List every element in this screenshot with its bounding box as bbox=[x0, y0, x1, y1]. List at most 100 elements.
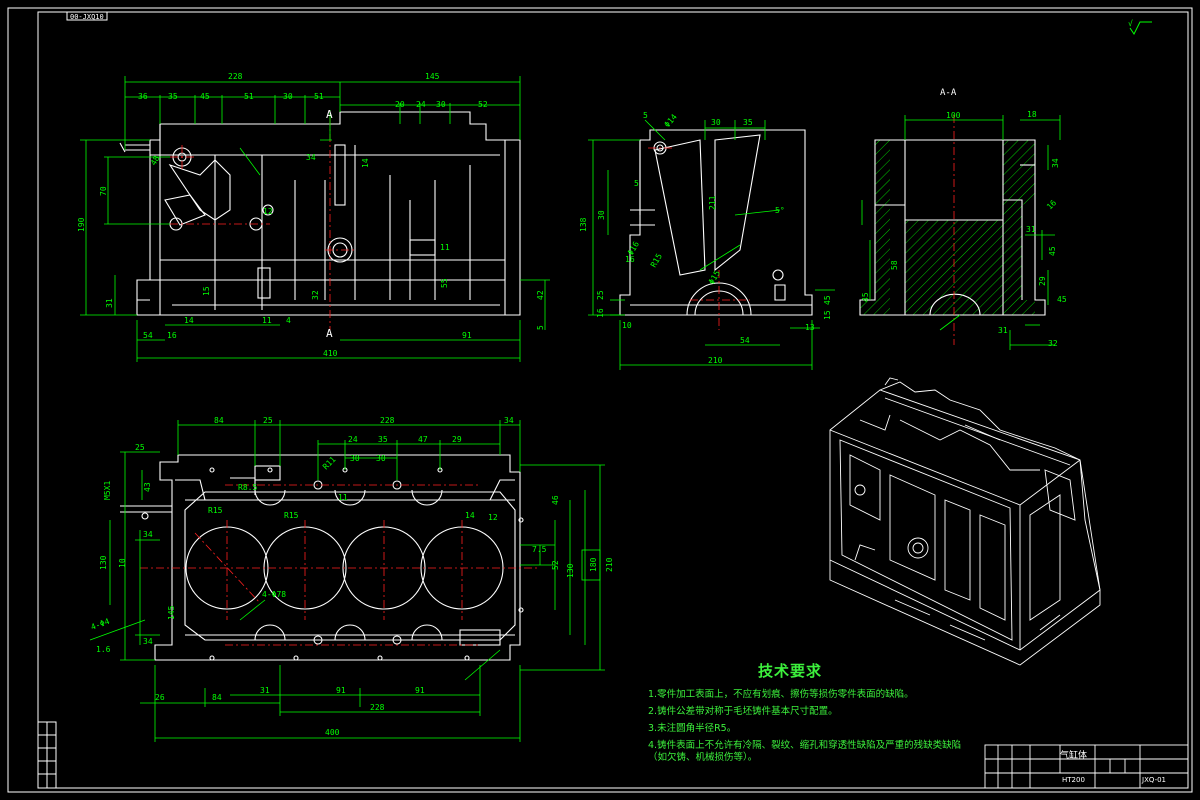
svg-text:16: 16 bbox=[167, 331, 177, 340]
svg-text:34: 34 bbox=[143, 530, 153, 539]
svg-text:52: 52 bbox=[478, 100, 488, 109]
svg-text:13: 13 bbox=[805, 323, 815, 332]
svg-text:91: 91 bbox=[462, 331, 472, 340]
drawing-code-text: 00-JXQ10 bbox=[70, 13, 104, 21]
tech-title: 技术要求 bbox=[758, 662, 823, 680]
side-view-centerlines bbox=[648, 147, 750, 330]
svg-text:34: 34 bbox=[306, 153, 316, 162]
svg-text:54: 54 bbox=[740, 336, 750, 345]
title-block bbox=[984, 744, 1189, 789]
section-hatching bbox=[860, 140, 1035, 315]
svg-text:32: 32 bbox=[1048, 339, 1058, 348]
svg-text:84: 84 bbox=[212, 693, 222, 702]
svg-text:35: 35 bbox=[168, 92, 178, 101]
svg-text:91: 91 bbox=[336, 686, 346, 695]
svg-text:45: 45 bbox=[1057, 295, 1067, 304]
svg-text:145: 145 bbox=[167, 605, 176, 620]
svg-text:14: 14 bbox=[465, 511, 475, 520]
section-dimension-texts: 100 18 34 16 45 29 31 45 45 58 31 32 bbox=[861, 110, 1067, 348]
svg-text:228: 228 bbox=[370, 703, 385, 712]
svg-text:55: 55 bbox=[440, 278, 449, 288]
svg-text:15: 15 bbox=[202, 286, 211, 296]
svg-text:211: 211 bbox=[708, 195, 717, 210]
svg-text:5: 5 bbox=[634, 179, 639, 188]
svg-text:100: 100 bbox=[946, 111, 961, 120]
svg-text:26: 26 bbox=[155, 693, 165, 702]
title-block-drawing-number: JXQ-01 bbox=[1142, 776, 1166, 784]
svg-text:45: 45 bbox=[1048, 246, 1057, 256]
svg-text:35: 35 bbox=[378, 435, 388, 444]
svg-text:29: 29 bbox=[452, 435, 462, 444]
svg-text:36: 36 bbox=[138, 92, 148, 101]
svg-text:5: 5 bbox=[643, 111, 648, 120]
svg-text:34: 34 bbox=[143, 637, 153, 646]
svg-text:145: 145 bbox=[425, 72, 440, 81]
section-dimension-lines bbox=[861, 115, 1061, 350]
front-view-dimension-texts: 228 145 36 35 45 51 30 51 20 24 30 52 19… bbox=[77, 72, 545, 358]
svg-text:54: 54 bbox=[143, 331, 153, 340]
svg-text:45: 45 bbox=[823, 295, 832, 305]
svg-text:30: 30 bbox=[376, 454, 386, 463]
svg-text:51: 51 bbox=[244, 92, 254, 101]
svg-text:11: 11 bbox=[262, 316, 272, 325]
section-view: A-A bbox=[859, 88, 1067, 350]
svg-text:228: 228 bbox=[228, 72, 243, 81]
svg-text:25: 25 bbox=[135, 443, 145, 452]
svg-text:7.5: 7.5 bbox=[532, 545, 547, 554]
svg-text:5: 5 bbox=[536, 325, 545, 330]
technical-requirements: 技术要求 1.零件加工表面上，不应有划痕、擦伤等损伤零件表面的缺陷。 2.铸件公… bbox=[648, 660, 978, 769]
svg-text:A: A bbox=[326, 327, 333, 340]
svg-text:10: 10 bbox=[622, 321, 632, 330]
top-view: 84 25 228 34 24 35 47 29 30 30 25 M5X1 4… bbox=[90, 416, 614, 742]
svg-text:228: 228 bbox=[380, 416, 395, 425]
svg-text:25: 25 bbox=[263, 416, 273, 425]
svg-text:51: 51 bbox=[314, 92, 324, 101]
svg-text:R15: R15 bbox=[208, 506, 223, 515]
side-view-dimension-lines bbox=[588, 119, 835, 370]
svg-text:16: 16 bbox=[625, 255, 635, 264]
section-outline bbox=[859, 139, 1046, 316]
svg-text:35: 35 bbox=[743, 118, 753, 127]
svg-text:4-Φ78: 4-Φ78 bbox=[262, 590, 286, 599]
svg-text:R15: R15 bbox=[284, 511, 299, 520]
top-view-centerlines bbox=[140, 484, 540, 646]
svg-text:5°: 5° bbox=[775, 206, 785, 215]
svg-text:42: 42 bbox=[536, 290, 545, 300]
svg-text:A: A bbox=[326, 108, 333, 121]
svg-text:31: 31 bbox=[105, 298, 114, 308]
title-block-material: HT200 bbox=[1062, 776, 1085, 784]
svg-text:30: 30 bbox=[597, 210, 606, 220]
svg-text:30: 30 bbox=[283, 92, 293, 101]
svg-text:30: 30 bbox=[350, 454, 360, 463]
svg-text:34: 34 bbox=[1051, 158, 1060, 168]
svg-text:210: 210 bbox=[708, 356, 723, 365]
roughness-symbol: √ bbox=[1128, 19, 1152, 35]
svg-text:210: 210 bbox=[605, 557, 614, 572]
svg-text:30: 30 bbox=[436, 100, 446, 109]
svg-text:M5X1: M5X1 bbox=[103, 481, 112, 500]
svg-text:180: 180 bbox=[589, 557, 598, 572]
svg-text:31: 31 bbox=[1026, 225, 1036, 234]
tech-item: 3.未注圆角半径R5。 bbox=[648, 723, 737, 734]
front-section-marks: A A bbox=[326, 108, 333, 340]
svg-text:410: 410 bbox=[323, 349, 338, 358]
svg-text:47: 47 bbox=[418, 435, 428, 444]
sheet-frame bbox=[7, 7, 1193, 793]
svg-text:12: 12 bbox=[263, 207, 273, 216]
svg-text:16: 16 bbox=[596, 308, 605, 318]
svg-text:31: 31 bbox=[260, 686, 270, 695]
svg-text:45: 45 bbox=[200, 92, 210, 101]
svg-text:18: 18 bbox=[1027, 110, 1037, 119]
svg-text:14: 14 bbox=[184, 316, 194, 325]
svg-text:A-A: A-A bbox=[940, 88, 957, 98]
front-view-dimension-lines bbox=[80, 76, 550, 362]
svg-text:43: 43 bbox=[143, 482, 152, 492]
svg-text:400: 400 bbox=[325, 728, 340, 737]
svg-text:84: 84 bbox=[214, 416, 224, 425]
svg-text:11: 11 bbox=[338, 493, 348, 502]
svg-text:91: 91 bbox=[415, 686, 425, 695]
svg-text:R8.5: R8.5 bbox=[238, 483, 257, 492]
front-view-outline bbox=[119, 111, 521, 316]
svg-text:24: 24 bbox=[348, 435, 358, 444]
svg-text:46: 46 bbox=[551, 495, 560, 505]
